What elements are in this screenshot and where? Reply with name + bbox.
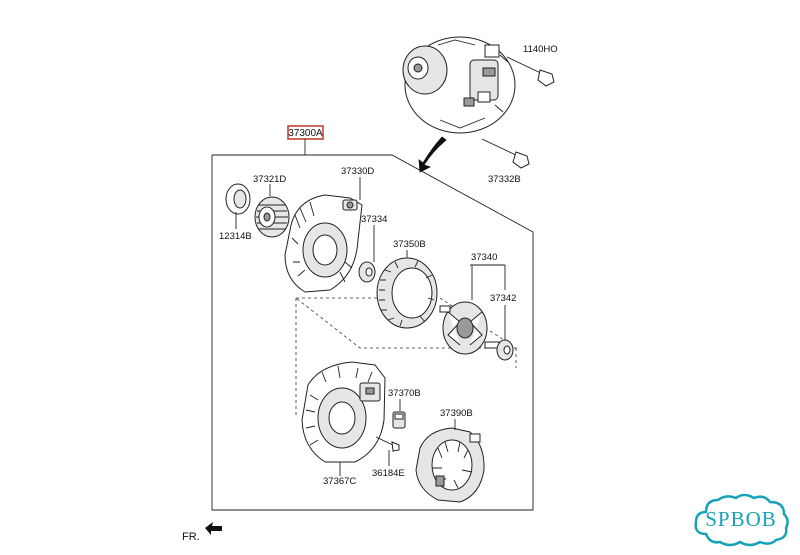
front-bearing-drawing (358, 261, 376, 283)
label-37367c: 37367C (323, 476, 356, 487)
regulator-drawing (392, 411, 406, 429)
pulley-drawing (254, 196, 290, 238)
label-36184e: 36184E (372, 468, 405, 479)
label-37340: 37340 (471, 252, 497, 263)
front-indicator-label: FR. (182, 531, 200, 543)
label-37332b: 37332B (488, 174, 521, 185)
label-37334: 37334 (361, 214, 387, 225)
stator-drawing (376, 257, 438, 329)
rear-bearing-drawing (496, 339, 514, 361)
rear-cover-drawing (415, 427, 485, 503)
bolt-36184e-drawing (375, 436, 400, 452)
label-37342: 37342 (490, 293, 516, 304)
assembly-label: 37300A (288, 128, 323, 139)
assembly-outline (211, 154, 534, 511)
watermark-text: SPBOB (705, 507, 777, 531)
bolt-1140ho-drawing (506, 56, 555, 87)
pulley-cap-drawing (225, 183, 251, 215)
bolt-37332b-drawing (481, 138, 530, 169)
rear-housing-drawing (301, 361, 386, 463)
label-1140ho: 1140HO (523, 44, 558, 55)
rotor-drawing (439, 301, 500, 355)
assembly-arrow (418, 136, 447, 173)
cloud-icon (694, 493, 789, 547)
label-37370b: 37370B (388, 388, 421, 399)
label-12314b: 12314B (219, 231, 252, 242)
front-housing-drawing (284, 194, 363, 293)
watermark-cloud: SPBOB (690, 490, 792, 548)
label-37350b: 37350B (393, 239, 426, 250)
assembly-label-box (287, 125, 324, 140)
label-37330d: 37330D (341, 166, 374, 177)
label-37390b: 37390B (440, 408, 473, 419)
alternator-assembly-drawing (402, 36, 516, 134)
label-37321d: 37321D (253, 174, 286, 185)
front-arrow-icon (205, 522, 222, 535)
